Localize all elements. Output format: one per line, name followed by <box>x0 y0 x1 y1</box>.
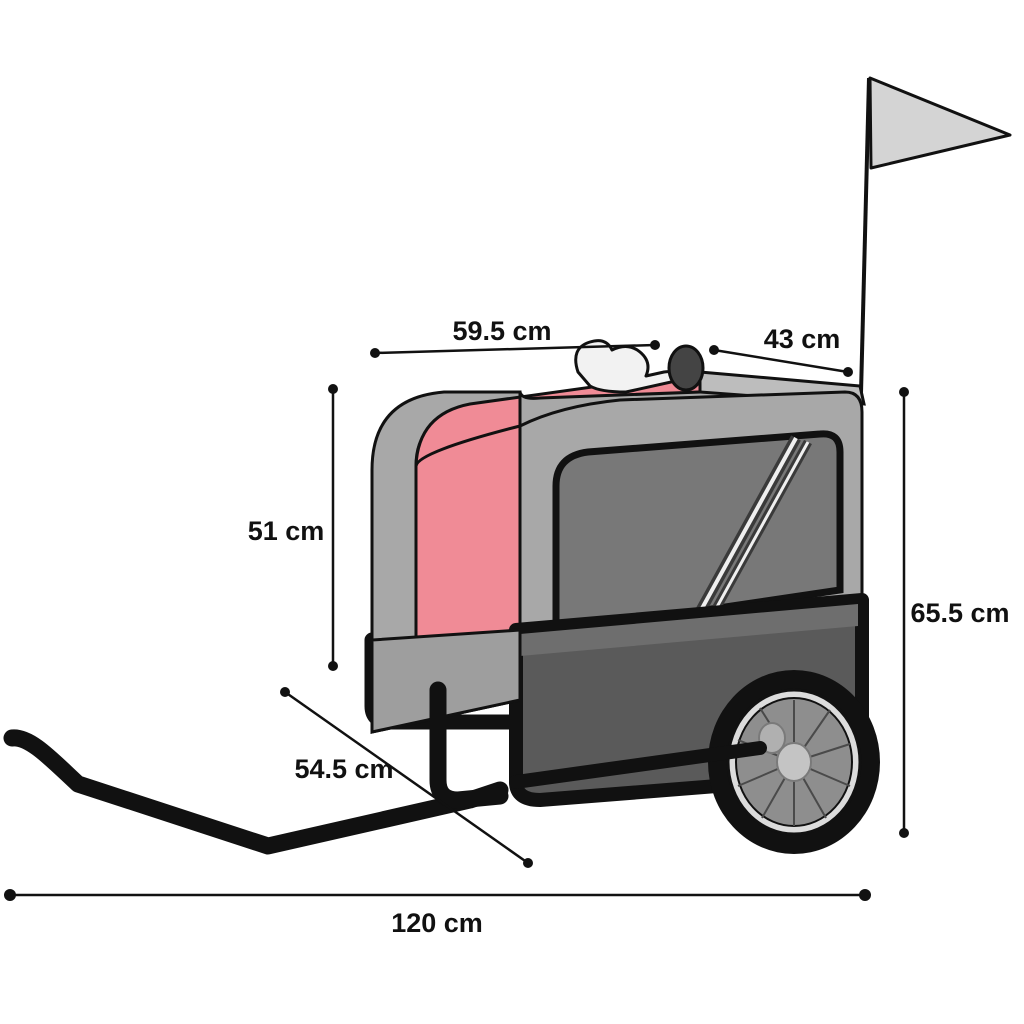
body-front-edge <box>370 628 522 734</box>
dimension-endpoint <box>523 858 533 868</box>
safety-flag-icon <box>868 76 1012 170</box>
axle-bar-icon <box>509 741 767 789</box>
dimension-endpoint <box>280 687 290 697</box>
flag-pole-icon <box>859 77 871 394</box>
dimension-top-width: 59.5 cm <box>370 316 660 358</box>
tow-bar-icon <box>3 729 509 855</box>
dimension-endpoint <box>328 384 338 394</box>
dimension-line <box>374 343 656 355</box>
dimension-endpoint <box>899 387 909 397</box>
dimension-endpoint <box>709 345 719 355</box>
dimension-cabin-height: 51 cm <box>248 384 338 671</box>
dimension-line <box>713 348 849 374</box>
dimension-endpoint <box>328 661 338 671</box>
dimension-label-total-length: 120 cm <box>391 908 483 938</box>
dimension-endpoint <box>650 340 660 350</box>
bone-handle-icon <box>574 339 705 394</box>
dimension-total-height: 65.5 cm <box>899 387 1010 838</box>
dimension-label-top-width: 59.5 cm <box>452 316 551 346</box>
wheel-icon <box>708 670 880 854</box>
dimension-label-cabin-height: 51 cm <box>248 516 325 546</box>
dimension-total-length: 120 cm <box>4 889 871 938</box>
dimension-endpoint <box>843 367 853 377</box>
dimension-endpoint <box>859 889 871 901</box>
dimension-endpoint <box>4 889 16 901</box>
bone-cap-icon <box>667 344 705 392</box>
dimension-endpoint <box>899 828 909 838</box>
dimension-endpoint <box>370 348 380 358</box>
dimension-line <box>284 690 529 865</box>
dimension-label-total-height: 65.5 cm <box>910 598 1009 628</box>
frame-front-leg-icon <box>429 681 509 809</box>
dimension-top-depth: 43 cm <box>709 324 853 377</box>
lower-panel-highlight <box>520 604 858 656</box>
dimension-label-base-depth: 54.5 cm <box>294 754 393 784</box>
zipper-icon <box>695 435 812 619</box>
dimension-base-depth: 54.5 cm <box>280 687 533 868</box>
dimension-label-top-depth: 43 cm <box>764 324 841 354</box>
